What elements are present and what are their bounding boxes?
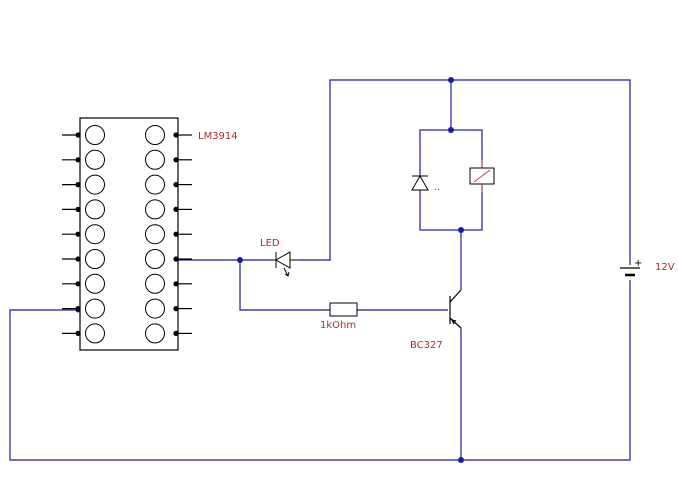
- ic-pad-left-6: [85, 249, 105, 269]
- diode-triangle: [411, 174, 429, 191]
- label-transistor: BC327: [410, 340, 443, 351]
- junction-relay-top: [448, 127, 454, 133]
- junction-bottom-rail: [458, 457, 464, 463]
- ic-pins: [62, 125, 192, 344]
- ic-pin-dot-right-7: [173, 281, 179, 287]
- junction-relay-bottom: [458, 227, 464, 233]
- wire-led-to-top-rail: [300, 79, 631, 265]
- relay-coil: [469, 160, 495, 192]
- ic-pin-dot-left-9: [75, 330, 81, 336]
- ic-pin-dot-left-7: [75, 281, 81, 287]
- battery-12v: [620, 267, 640, 277]
- label-battery: 12V: [655, 262, 675, 273]
- label-ic: LM3914: [198, 131, 238, 142]
- ic-pin-dot-left-5: [75, 231, 81, 237]
- ic-pad-right-2: [145, 149, 165, 170]
- ic-pad-right-8: [145, 298, 165, 319]
- ic-pin-dot-left-4: [75, 206, 81, 212]
- flyback-diode: [411, 174, 429, 191]
- ic-pad-left-9: [85, 323, 105, 344]
- ic-pin-dot-right-8: [173, 306, 179, 312]
- led-emission-arrow: [283, 267, 289, 277]
- labels: LM3914 LED 1kOhm BC327 12V + ..: [198, 131, 675, 351]
- ic-pad-left-3: [85, 174, 105, 195]
- ic-pad-left-2: [85, 149, 105, 170]
- led-emission-arrowhead: [284, 271, 290, 277]
- ic-pin-dot-right-1: [173, 132, 179, 138]
- wire-junction-to-resistor: [239, 260, 330, 311]
- ic-pin-dot-right-3: [173, 182, 179, 188]
- ic-pin-dot-right-2: [173, 157, 179, 163]
- ic-pad-right-9: [145, 323, 165, 344]
- junction-led-resistor: [237, 257, 243, 263]
- ic-pin-dot-right-9: [173, 330, 179, 336]
- ic-pad-right-7: [145, 273, 165, 294]
- ic-pad-left-8: [85, 298, 105, 319]
- label-battery-plus: +: [634, 258, 642, 269]
- transistor-emitter-arrow: [450, 319, 457, 325]
- ic-pad-right-1: [145, 125, 165, 145]
- ic-pin-dot-right-6: [173, 256, 179, 262]
- label-resistor: 1kOhm: [320, 320, 356, 331]
- relay-slash: [473, 169, 491, 183]
- ic-pad-right-6: [145, 249, 165, 269]
- resistor-1kohm: [329, 302, 358, 317]
- junction-top-rail: [448, 77, 454, 83]
- ic-pad-left-5: [85, 224, 105, 245]
- ic-pin-dot-left-6: [75, 256, 81, 262]
- ic-pin-dot-right-5: [173, 231, 179, 237]
- label-led: LED: [260, 238, 280, 249]
- wire-battery-to-bottom-rail: [9, 280, 631, 461]
- ic-pad-left-7: [85, 273, 105, 294]
- ic-pad-left-4: [85, 199, 105, 220]
- ic-pin-dot-left-2: [75, 157, 81, 163]
- ic-lm3914: [62, 117, 192, 351]
- ic-pin-dot-left-1: [75, 132, 81, 138]
- ic-pin-dot-right-4: [173, 206, 179, 212]
- led-triangle: [274, 251, 291, 269]
- ic-pad-right-3: [145, 174, 165, 195]
- ic-pad-left-1: [85, 125, 105, 145]
- led-component: [270, 251, 300, 277]
- ic-pin-dot-left-8: [75, 306, 81, 312]
- wires: [9, 79, 631, 461]
- ic-pad-right-5: [145, 224, 165, 245]
- transistor-collector: [449, 289, 462, 303]
- label-diode-mark: ..: [434, 182, 440, 193]
- transistor-bc327: [449, 289, 462, 329]
- ic-pin-dot-left-3: [75, 182, 81, 188]
- ic-pad-right-4: [145, 199, 165, 220]
